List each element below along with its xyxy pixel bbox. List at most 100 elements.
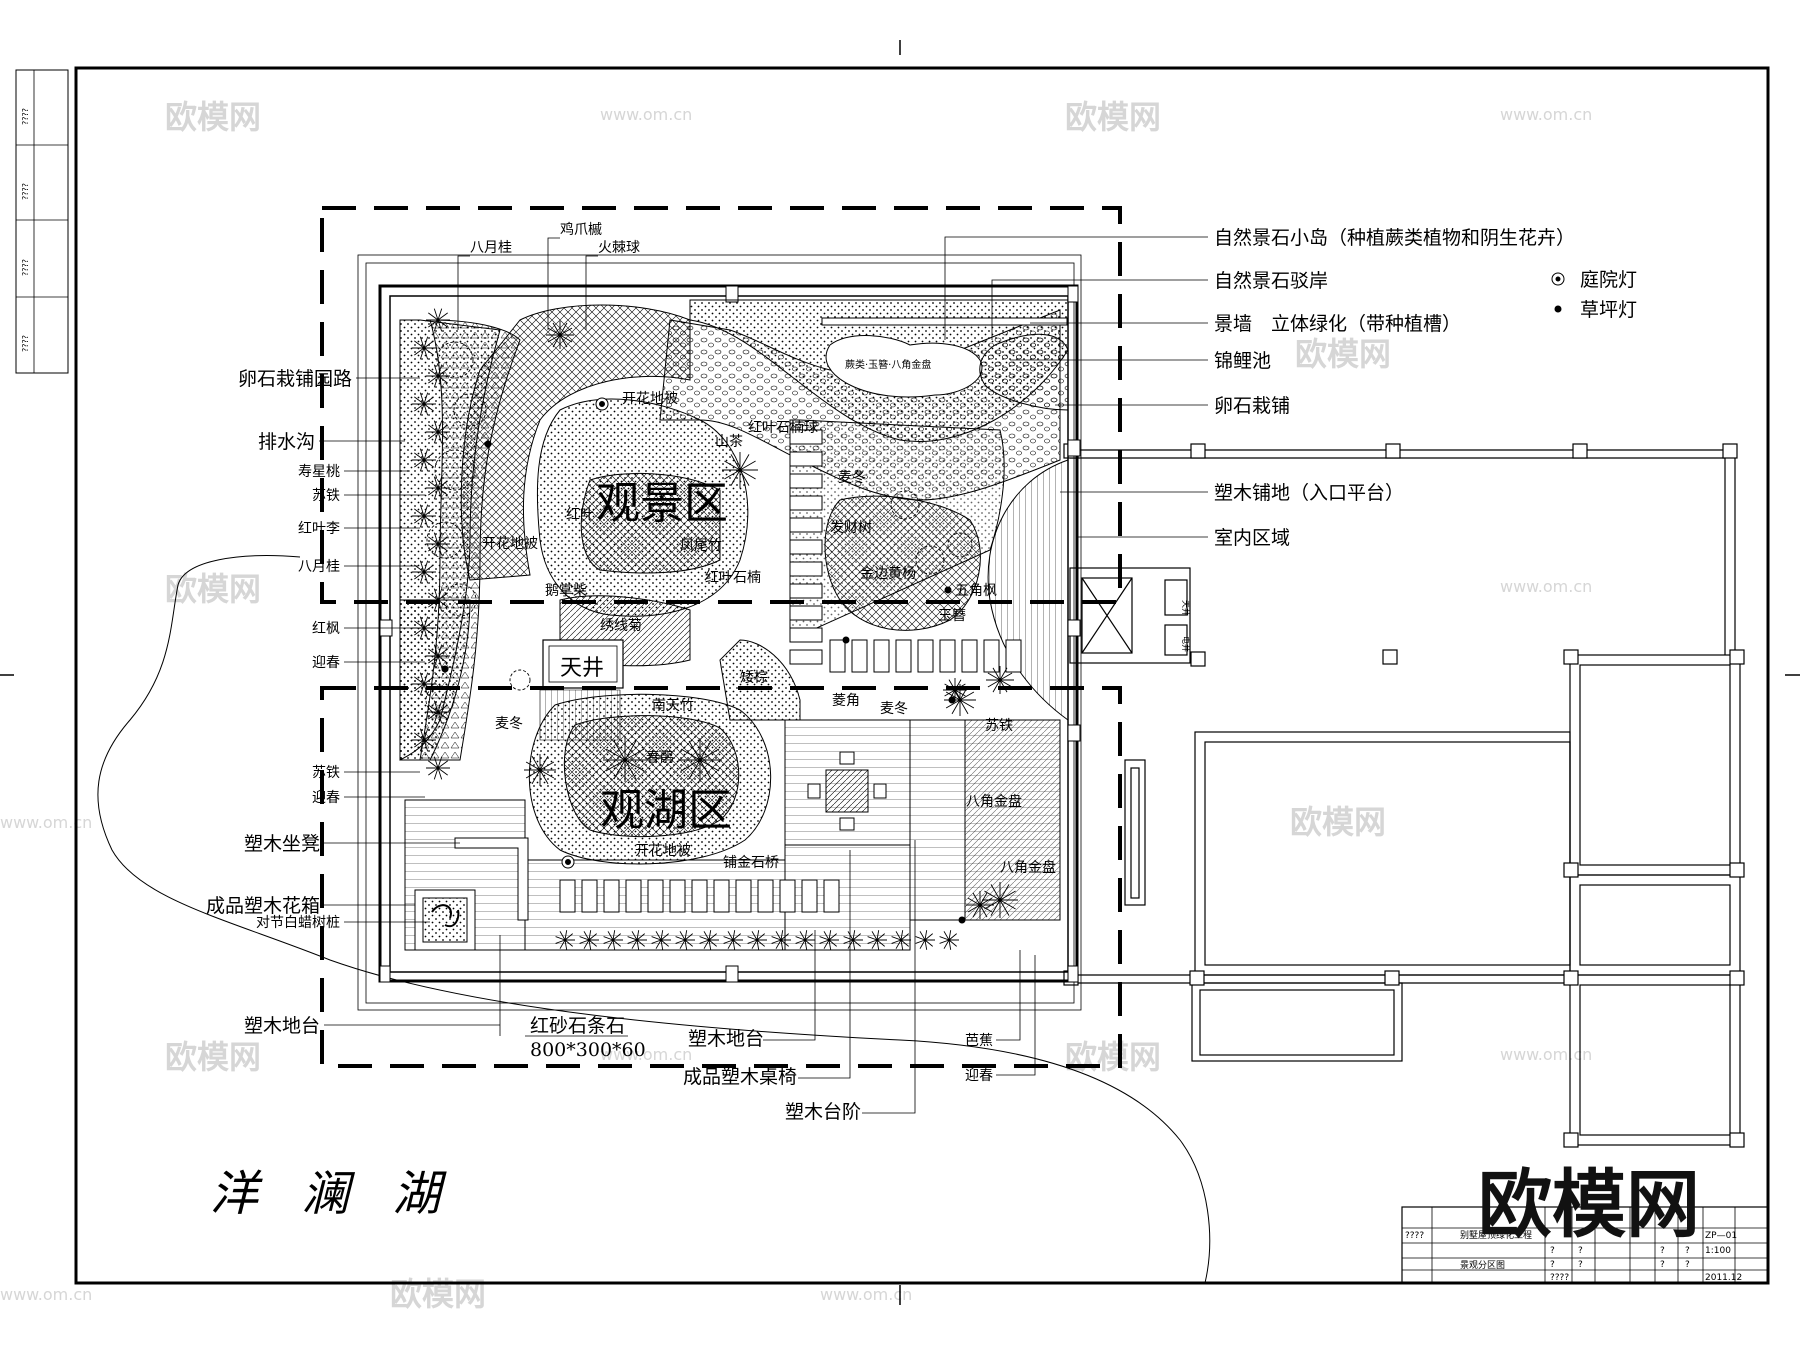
- shrub-symbol: [426, 521, 464, 559]
- callout-label: 室内区域: [1214, 527, 1290, 549]
- left-callouts: 卵石栽铺园路排水沟寿星桃苏铁红叶李八月桂红枫迎春苏铁迎春塑木坐凳成品塑木花箱对节…: [206, 368, 500, 1037]
- watermark-layer: 欧模网 www.om.cn 欧模网 www.om.cn 欧模网 欧模网 www.…: [0, 98, 1592, 1313]
- room-label: 电井: [1181, 636, 1191, 652]
- plant-symbol: [675, 930, 695, 950]
- courtyard-box: [542, 639, 624, 689]
- title-q: ?: [1578, 1260, 1583, 1270]
- drawing-scale: 1:100: [1705, 1246, 1731, 1256]
- garden-surfaces: [399, 299, 1069, 951]
- building-outline: [1069, 449, 1741, 1146]
- strip-text: ????: [21, 259, 30, 276]
- shrub-symbol: [890, 490, 920, 520]
- plant-symbol: [426, 532, 450, 556]
- legend: 庭院灯 草坪灯: [1551, 269, 1637, 321]
- callout-label: 塑木坐凳: [244, 833, 320, 855]
- callout-label: 成品塑木花箱: [206, 895, 320, 917]
- zone-label-lake: 观湖区: [600, 785, 732, 836]
- callout-label: 景墙 立体绿化（带种植槽）: [1214, 313, 1461, 335]
- plant-symbol: [891, 930, 911, 950]
- plant-label: 开花地被: [622, 391, 678, 407]
- courtyard-label: 天井: [560, 656, 604, 681]
- title-placeholder: ????: [1405, 1231, 1424, 1241]
- plant-symbol: [722, 452, 758, 488]
- title-q: ?: [1578, 1246, 1583, 1256]
- callout-label: 自然景石小岛（种植蕨类植物和阴生花卉）: [1214, 227, 1575, 249]
- callout-label: 卵石栽铺园路: [238, 368, 352, 390]
- watermark: 欧模网: [1065, 98, 1161, 136]
- legend-label: 庭院灯: [1580, 269, 1637, 291]
- plant-label: 铺金石桥: [723, 855, 779, 871]
- plant-symbol: [982, 882, 1018, 918]
- plant-label: 春鹃: [646, 749, 674, 766]
- plant-symbol: [412, 504, 436, 528]
- plant-label: 红叶石楠: [705, 570, 761, 586]
- title-q: ?: [1660, 1260, 1665, 1270]
- zone-label-viewing: 观景区: [596, 478, 728, 529]
- plant-symbol: [412, 448, 436, 472]
- top-callouts: 八月桂 鸡爪槭 火棘球: [457, 221, 640, 330]
- callout-label: 苏铁: [312, 488, 340, 504]
- plant-label: 玉簪: [938, 608, 966, 624]
- strip-text: ????: [21, 335, 30, 352]
- plant-symbol: [555, 930, 575, 950]
- title-q: ?: [1685, 1260, 1690, 1270]
- plant-symbol: [426, 420, 450, 444]
- watermark: 欧模网: [1290, 803, 1386, 841]
- callout-label: 自然景石驳岸: [1214, 270, 1328, 292]
- plant-label: 南天竹: [652, 698, 694, 714]
- plant-symbol: [771, 930, 791, 950]
- title-q: ?: [1550, 1260, 1555, 1270]
- plant-symbol: [426, 476, 450, 500]
- plant-symbol: [412, 336, 436, 360]
- callout-label: 红砂石条石: [530, 1015, 625, 1037]
- bench-and-planter: [414, 837, 529, 951]
- landscape-wall: [821, 317, 1068, 326]
- lake-shoreline: [97, 555, 1211, 1284]
- project-name: 别墅屋顶绿化工程: [1460, 1229, 1532, 1241]
- watermark-url: www.om.cn: [600, 1045, 692, 1064]
- leader-line: [991, 279, 1208, 340]
- plant-label: 开花地被: [482, 536, 538, 552]
- building-columns: [1063, 443, 1745, 1148]
- plant-symbol: [412, 728, 436, 752]
- title-q: ?: [1550, 1246, 1555, 1256]
- callout-label: 苏铁: [312, 765, 340, 781]
- plant-symbol: [412, 392, 436, 416]
- callout-label: 对节白蜡树桩: [256, 914, 340, 931]
- watermark: 欧模网: [165, 1038, 261, 1076]
- plant-symbol: [915, 930, 935, 950]
- plant-symbol: [678, 738, 722, 782]
- callout-label: 塑木地台: [244, 1015, 320, 1037]
- callout-label: 迎春: [312, 655, 340, 671]
- title-block: [1401, 1206, 1769, 1284]
- plant-symbol: [795, 930, 815, 950]
- plant-symbol: [699, 930, 719, 950]
- plant-label: 山茶: [715, 434, 743, 450]
- watermark: 欧模网: [390, 1275, 486, 1313]
- stepping-stones: [559, 429, 1022, 913]
- strip-text: ????: [21, 108, 30, 125]
- plant-symbol: [627, 930, 647, 950]
- plant-label: 八角金盘: [1000, 859, 1056, 876]
- sheet-border: [74, 66, 1770, 1285]
- plant-label: 麦冬: [495, 716, 523, 732]
- plant-label: 开花地被: [635, 843, 691, 859]
- callout-label: 芭蕉: [965, 1032, 993, 1049]
- pond-island-label: 蕨类·玉簪·八角金盘: [845, 358, 931, 371]
- watermark-url: www.om.cn: [820, 1285, 912, 1304]
- callout-label: 迎春: [312, 790, 340, 806]
- plant-symbol: [723, 930, 743, 950]
- callout-label: 800*300*60: [530, 1039, 646, 1061]
- plant-symbol: [426, 756, 450, 780]
- callout-label: 八月桂: [470, 240, 512, 256]
- plant-symbol: [426, 308, 450, 332]
- lake-name: 洋 澜 湖: [210, 1166, 455, 1222]
- plant-symbol: [651, 930, 671, 950]
- callout-label: 红枫: [312, 621, 340, 637]
- shrub-symbol: [436, 341, 474, 379]
- callout-label: 排水沟: [258, 431, 315, 453]
- plant-label: 矮棕: [740, 670, 768, 686]
- plant-label: 红叶石楠球: [748, 420, 818, 436]
- callout-label: 红叶李: [298, 521, 340, 537]
